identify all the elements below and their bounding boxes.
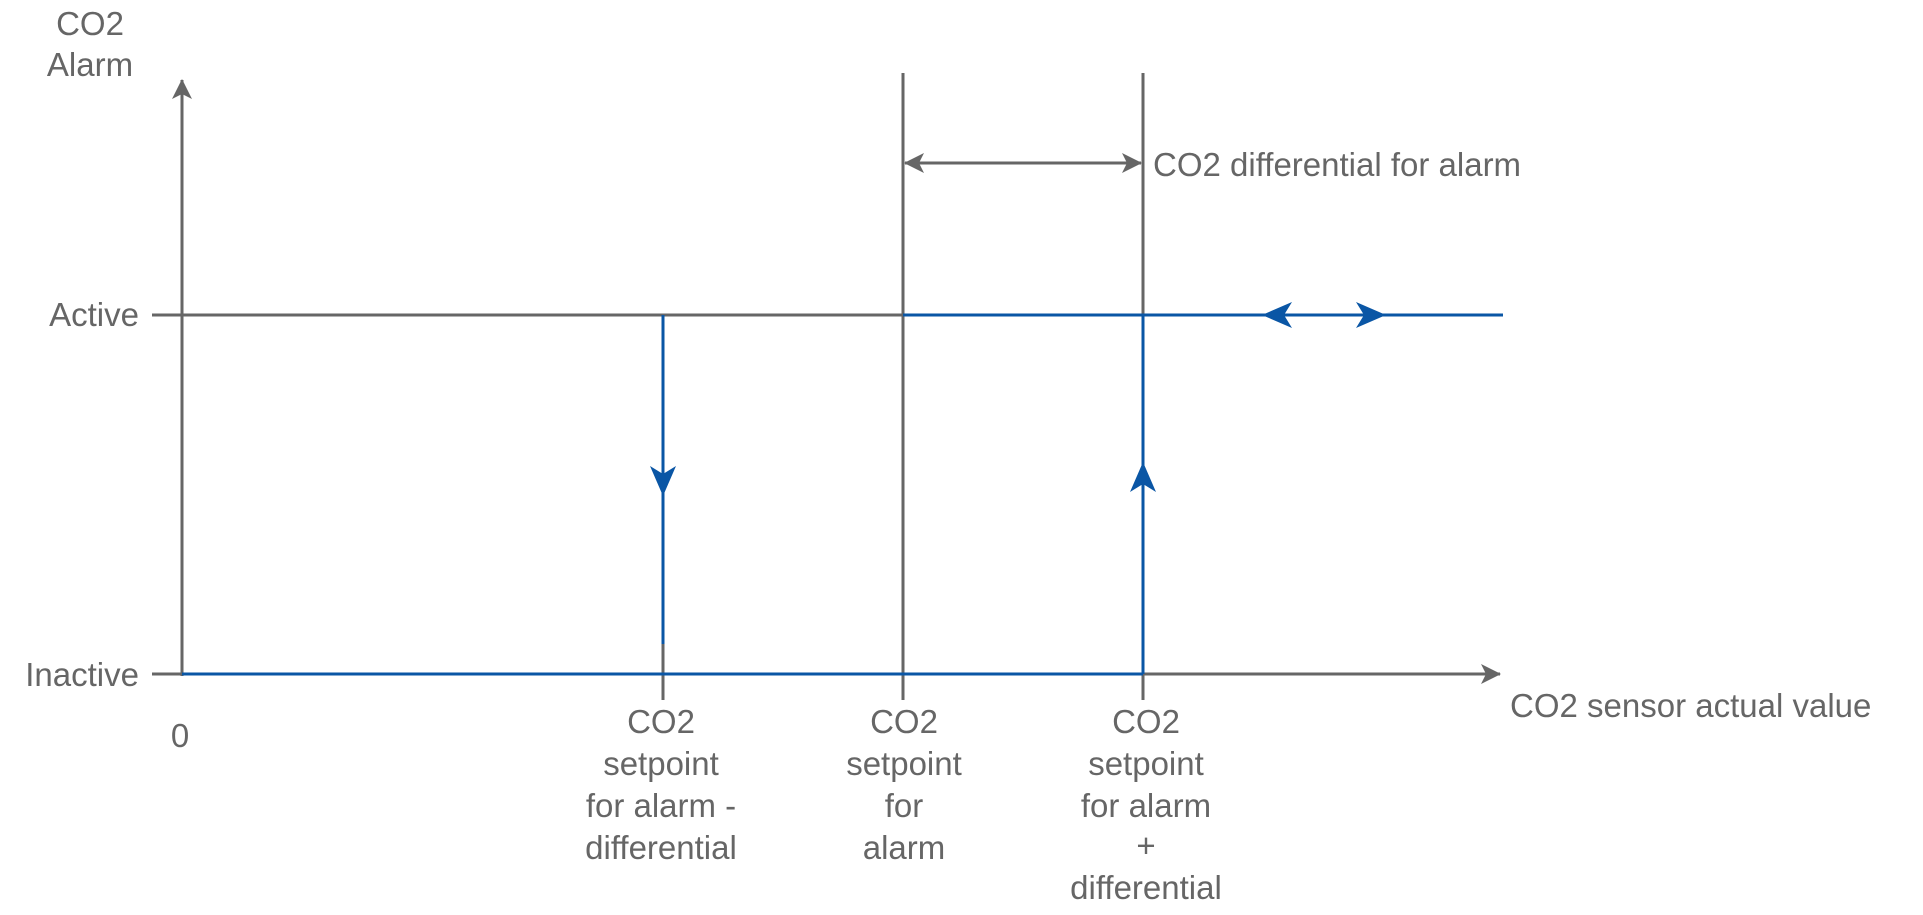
active-label: Active <box>49 296 139 333</box>
setpoint-label-line-3: for <box>885 787 924 824</box>
upper-threshold-label-line-1: CO2 <box>1112 703 1180 740</box>
setpoint-label-line-4: alarm <box>863 829 946 866</box>
differential-label: CO2 differential for alarm <box>1153 146 1521 183</box>
left-arrow-icon <box>1262 302 1292 328</box>
x-axis-title: CO2 sensor actual value <box>1510 687 1871 724</box>
x-axis-origin-label: 0 <box>171 717 189 754</box>
lower-threshold-label-line-3: for alarm - <box>586 787 736 824</box>
up-arrow-icon <box>1130 462 1156 492</box>
lower-threshold-label-line-4: differential <box>585 829 737 866</box>
upper-threshold-label-line-5: differential <box>1070 869 1222 906</box>
upper-threshold-label-line-3: for alarm <box>1081 787 1211 824</box>
y-axis-title-line-2: Alarm <box>47 46 133 83</box>
setpoint-label-line-1: CO2 <box>870 703 938 740</box>
inactive-label: Inactive <box>25 656 139 693</box>
upper-threshold-label-line-4: + <box>1136 827 1155 864</box>
lower-threshold-label-line-2: setpoint <box>603 745 719 782</box>
setpoint-label-line-2: setpoint <box>846 745 962 782</box>
upper-threshold-label-line-2: setpoint <box>1088 745 1204 782</box>
lower-threshold-label-line-1: CO2 <box>627 703 695 740</box>
down-arrow-icon <box>650 466 676 496</box>
y-axis-title-line-1: CO2 <box>56 5 124 42</box>
right-arrow-icon <box>1356 302 1386 328</box>
